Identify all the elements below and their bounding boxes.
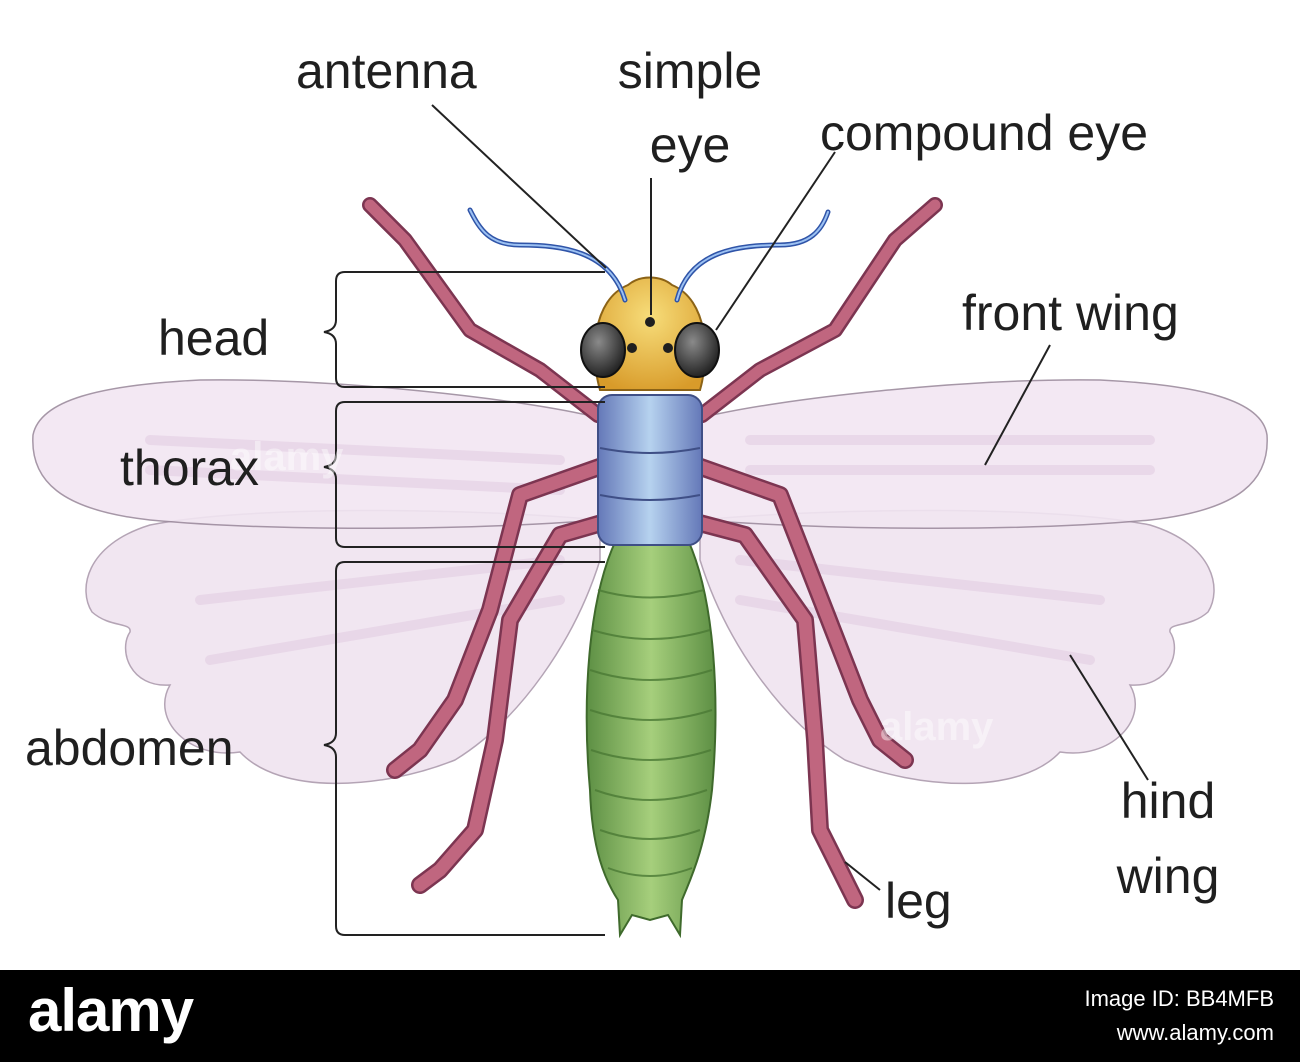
footer-brand-logo: alamy bbox=[28, 977, 194, 1044]
simple-eyes bbox=[627, 317, 673, 353]
insect-diagram: alamy alamy antenna simple eye compound … bbox=[25, 43, 1268, 939]
watermark-text: alamy bbox=[880, 705, 994, 749]
leader-lines bbox=[431, 104, 1149, 891]
label-abdomen: abdomen bbox=[25, 720, 234, 776]
watermark-text: alamy bbox=[230, 435, 344, 479]
label-hind-wing-line2: wing bbox=[1116, 848, 1220, 904]
hind-leg-right bbox=[679, 511, 864, 909]
label-simple-eye-line2: eye bbox=[650, 117, 731, 173]
abdomen-segments bbox=[589, 589, 713, 877]
middle-leg-left bbox=[386, 456, 614, 779]
legs bbox=[362, 197, 943, 909]
label-hind-wing-line1: hind bbox=[1121, 773, 1216, 829]
compound-eye-right-icon bbox=[674, 322, 720, 378]
label-thorax: thorax bbox=[120, 440, 259, 496]
label-simple-eye-line1: simple bbox=[618, 43, 762, 99]
footer-meta: Image ID: BB4MFB www.alamy.com bbox=[1084, 982, 1274, 1050]
footer-bar: alamy Image ID: BB4MFB www.alamy.com bbox=[0, 970, 1300, 1062]
antennae bbox=[467, 207, 831, 303]
front-leg-left bbox=[362, 197, 606, 423]
wing-shading bbox=[145, 435, 1155, 665]
thorax-bracket bbox=[323, 401, 605, 548]
front-leg-right bbox=[694, 197, 943, 423]
hind-leg-left bbox=[411, 511, 621, 894]
brackets bbox=[323, 271, 605, 936]
middle-leg-right bbox=[686, 456, 914, 769]
footer-image-id: Image ID: BB4MFB bbox=[1084, 986, 1274, 1011]
label-head: head bbox=[158, 310, 269, 366]
footer-site: www.alamy.com bbox=[1116, 1020, 1274, 1045]
label-leg: leg bbox=[885, 873, 952, 929]
label-compound-eye: compound eye bbox=[820, 105, 1148, 161]
thorax-body bbox=[597, 394, 703, 546]
abdomen-body bbox=[585, 539, 717, 939]
label-front-wing: front wing bbox=[962, 285, 1179, 341]
label-antenna: antenna bbox=[296, 43, 477, 99]
compound-eye-left-icon bbox=[580, 322, 626, 378]
front-wing-right bbox=[699, 379, 1268, 529]
abdomen-bracket bbox=[323, 561, 605, 936]
head-bracket bbox=[323, 271, 605, 388]
diagram-area: alamy alamy antenna simple eye compound … bbox=[25, 43, 1268, 939]
